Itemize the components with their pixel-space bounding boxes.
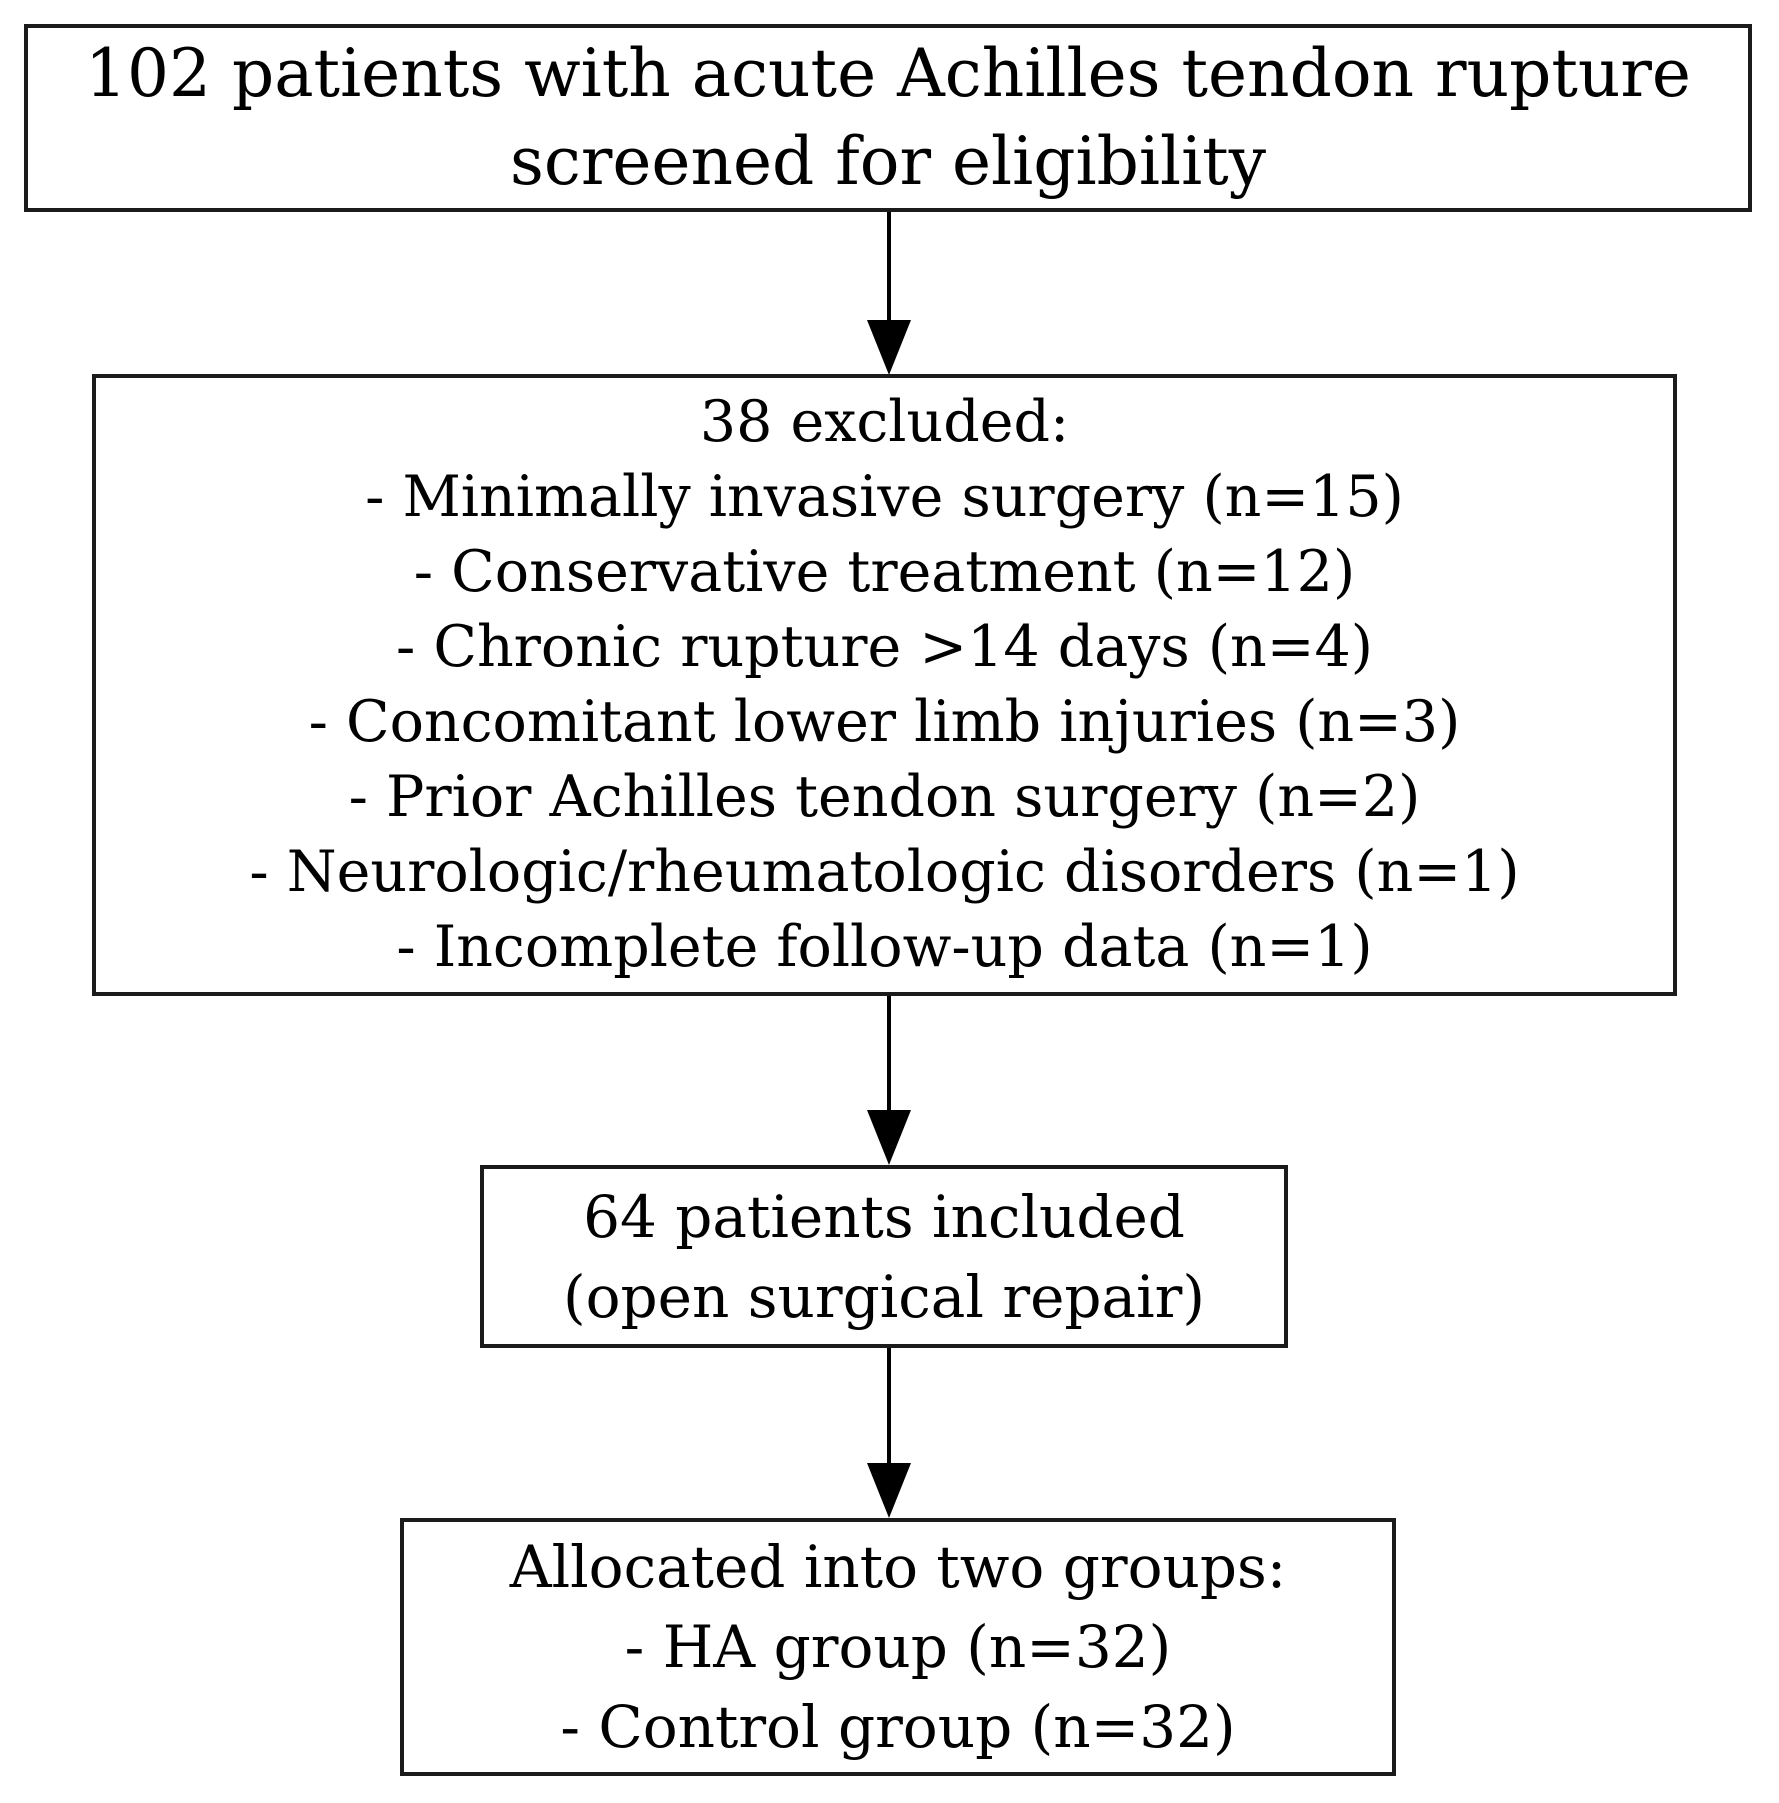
- excluded-item-7: - Incomplete follow-up data (n=1): [396, 914, 1373, 980]
- arrow-down-icon: [867, 1348, 911, 1518]
- allocated-header: Allocated into two groups:: [509, 1533, 1287, 1601]
- included-line-2: (open surgical repair): [562, 1262, 1206, 1331]
- excluded-item-6: - Neurologic/rheumatologic disorders (n=…: [249, 839, 1520, 905]
- arrow-down-icon: [867, 212, 911, 375]
- flow-box-excluded: 38 excluded: - Minimally invasive surger…: [92, 374, 1677, 996]
- flow-box-allocated: Allocated into two groups: - HA group (n…: [400, 1518, 1396, 1776]
- allocated-item-2: - Control group (n=32): [560, 1693, 1236, 1761]
- allocated-item-1: - HA group (n=32): [624, 1613, 1172, 1681]
- flow-box-included: 64 patients included (open surgical repa…: [480, 1165, 1288, 1348]
- screened-line-2: screened for eligibility: [509, 123, 1266, 200]
- excluded-item-1: - Minimally invasive surgery (n=15): [365, 464, 1404, 530]
- excluded-item-2: - Conservative treatment (n=12): [413, 539, 1356, 605]
- included-line-1: 64 patients included: [583, 1182, 1185, 1251]
- excluded-item-4: - Concomitant lower limb injuries (n=3): [308, 689, 1461, 755]
- flow-box-screened: 102 patients with acute Achilles tendon …: [24, 24, 1752, 212]
- excluded-header: 38 excluded:: [699, 389, 1070, 455]
- excluded-item-3: - Chronic rupture >14 days (n=4): [395, 614, 1374, 680]
- excluded-item-5: - Prior Achilles tendon surgery (n=2): [348, 764, 1421, 830]
- arrow-down-icon: [867, 996, 911, 1165]
- screened-line-1: 102 patients with acute Achilles tendon …: [85, 35, 1691, 112]
